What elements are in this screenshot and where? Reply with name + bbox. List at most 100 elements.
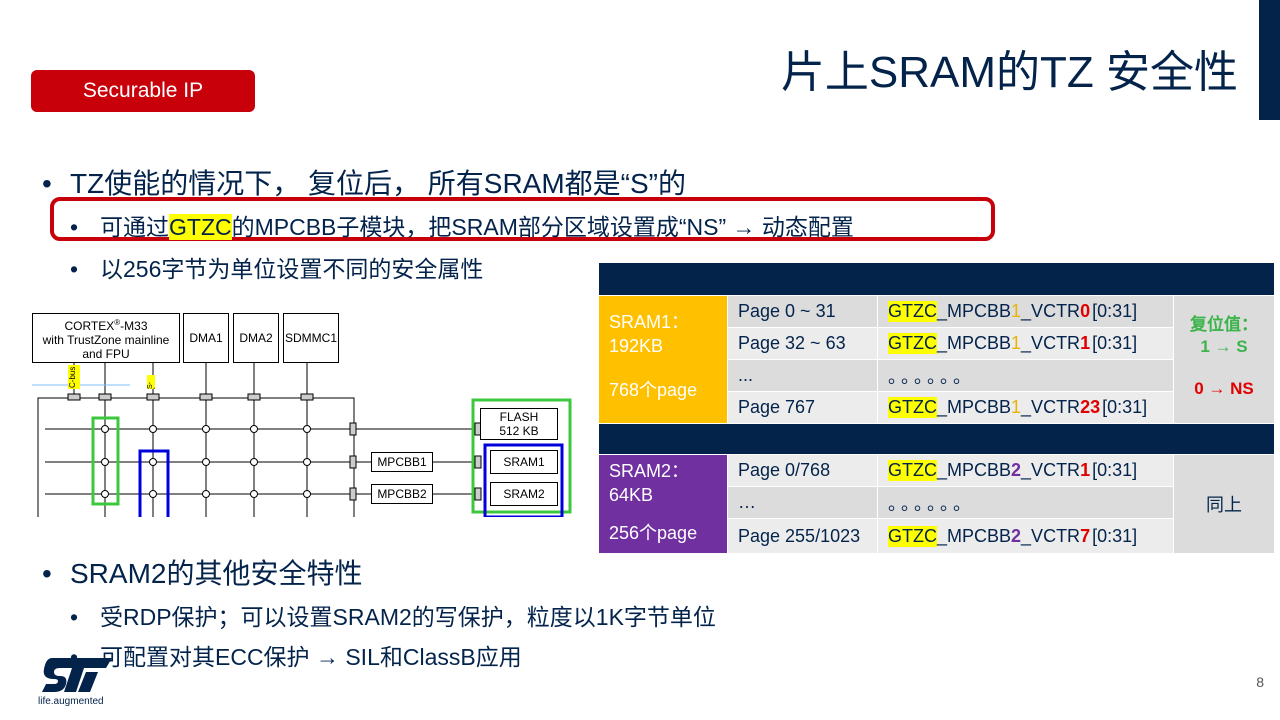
- header-accent-bar: [1259, 0, 1280, 120]
- gtzc-tag: GTZC: [888, 460, 937, 481]
- bullet-text-post: 的MPCBB子模块，把SRAM部分区域设置成“NS” → 动态配置: [231, 214, 854, 240]
- reg-bits: [0:31]: [1092, 301, 1138, 321]
- bullet-dot: •: [42, 558, 52, 589]
- bullet-dot: •: [70, 256, 79, 282]
- ellipsis-cell: 。。。。。。: [878, 360, 1173, 391]
- reg-bits: [0:31]: [1092, 460, 1138, 480]
- sram1-label-cell: SRAM1： 192KB 768个page: [599, 296, 727, 423]
- sram2-pages: 256个page: [609, 523, 698, 543]
- reg-a: _MPCBB: [937, 301, 1012, 321]
- reg-num: 1: [1011, 333, 1022, 353]
- same-as-above-cell: 同上: [1174, 455, 1274, 553]
- cbus-label: C-bus: [68, 365, 80, 389]
- reg-b: _VCTR: [1021, 397, 1081, 417]
- sram1-pages: 768个page: [609, 380, 698, 400]
- mpcbb2-block: MPCBB2: [371, 484, 433, 504]
- reg-a: _MPCBB: [937, 333, 1012, 353]
- reset-nonsecure: 0 → NS: [1194, 379, 1254, 398]
- bullet-text: TZ使能的情况下， 复位后， 所有SRAM都是“S”的: [70, 168, 686, 199]
- cortex-model: -M33: [120, 318, 148, 333]
- bullet-dot: •: [42, 168, 52, 199]
- reg-idx: 0: [1080, 301, 1091, 321]
- reset-secure: 1 → S: [1200, 337, 1248, 356]
- bullet-dot: •: [70, 214, 79, 240]
- page-cell: ...: [728, 360, 877, 391]
- sram-security-table: SRAM1： 192KB 768个page Page 0 ~ 31 GTZC_M…: [599, 263, 1274, 553]
- sram1-size: 192KB: [609, 336, 664, 356]
- sram2-size: 64KB: [609, 485, 654, 505]
- bullet-text-pre: 可通过: [100, 214, 169, 240]
- ellipsis-cell: 。。。。。。: [878, 487, 1173, 518]
- bus-matrix-lines: [32, 350, 572, 517]
- cortex-reg-mark: ®: [114, 317, 121, 327]
- gtzc-tag: GTZC: [888, 301, 937, 322]
- reg-b: _VCTR: [1021, 460, 1081, 480]
- sdmmc1-block: SDMMC1: [283, 313, 339, 363]
- gtzc-highlight: GTZC: [169, 214, 232, 240]
- sram1-block: SRAM1: [490, 450, 558, 474]
- reg-num: 1: [1011, 397, 1022, 417]
- reset-value-cell: 复位值： 1 → S 0 → NS: [1174, 296, 1274, 423]
- reg-bits: [0:31]: [1092, 333, 1138, 353]
- st-logo-icon: [42, 658, 112, 692]
- sram2-block: SRAM2: [490, 482, 558, 506]
- reg-a: _MPCBB: [937, 397, 1012, 417]
- reg-b: _VCTR: [1021, 333, 1081, 353]
- reg-num: 2: [1011, 525, 1022, 546]
- sram2-label-cell: SRAM2： 64KB 256个page: [599, 455, 727, 553]
- securable-ip-badge: Securable IP: [31, 70, 255, 112]
- reg-b: _VCTR: [1021, 525, 1081, 546]
- bullet-text: SRAM2的其他安全特性: [70, 558, 363, 589]
- page-cell: Page 0/768: [728, 455, 877, 486]
- page-cell: Page 0 ~ 31: [728, 296, 877, 327]
- reg-a: _MPCBB: [937, 525, 1012, 546]
- reg-bits: [0:31]: [1102, 397, 1148, 417]
- page-title: 片上SRAM的TZ 安全性: [780, 48, 1238, 97]
- reg-b: _VCTR: [1021, 301, 1081, 321]
- bullet-text: 以256字节为单位设置不同的安全属性: [100, 256, 484, 282]
- reg-idx: 1: [1080, 333, 1091, 353]
- bullet-gtzc-mpcbb: • 可通过GTZC的MPCBB子模块，把SRAM部分区域设置成“NS” → 动态配…: [70, 208, 854, 242]
- page-cell: …: [728, 487, 877, 518]
- cortex-label: CORTEX: [64, 318, 115, 333]
- page-cell: Page 767: [728, 392, 877, 423]
- highlight-frame: [50, 197, 995, 241]
- table-separator-bar: [599, 424, 1274, 454]
- table-header-bar: [599, 263, 1274, 295]
- reg-a: _MPCBB: [937, 460, 1012, 480]
- page-cell: Page 32 ~ 63: [728, 328, 877, 359]
- cortex-line2: with TrustZone mainline: [42, 332, 170, 347]
- reg-idx: 1: [1080, 460, 1091, 480]
- logo-tagline: life.augmented: [38, 696, 104, 707]
- sram2-name: SRAM2：: [609, 461, 690, 481]
- gtzc-tag: GTZC: [888, 397, 937, 418]
- reset-label: 复位值：: [1190, 315, 1258, 334]
- bullet-dot: •: [70, 644, 79, 670]
- mpcbb1-block: MPCBB1: [371, 452, 433, 472]
- cortex-line3: and FPU: [82, 346, 130, 361]
- page-number: 8: [1256, 674, 1264, 690]
- bullet-256-byte: • 以256字节为单位设置不同的安全属性: [70, 250, 483, 284]
- sram1-name: SRAM1：: [609, 312, 690, 332]
- sbus-label: S-bus: [147, 375, 155, 389]
- reg-bits: [0:31]: [1092, 525, 1138, 546]
- bullet-tz-reset: • TZ使能的情况下， 复位后， 所有SRAM都是“S”的: [42, 162, 686, 202]
- dma2-block: DMA2: [233, 313, 279, 363]
- flash-size: 512 KB: [499, 424, 539, 438]
- page-cell: Page 255/1023: [728, 519, 877, 553]
- reg-num: 2: [1011, 460, 1022, 480]
- gtzc-tag: GTZC: [888, 525, 937, 547]
- flash-label: FLASH: [499, 410, 539, 424]
- bullet-ecc: • 可配置对其ECC保护 → SIL和ClassB应用: [70, 638, 522, 672]
- reg-num: 1: [1011, 301, 1022, 321]
- bullet-text: 受RDP保护；可以设置SRAM2的写保护，粒度以1K字节单位: [100, 604, 716, 630]
- bullet-rdp: •受RDP保护；可以设置SRAM2的写保护，粒度以1K字节单位: [70, 598, 716, 632]
- bullet-text: 可配置对其ECC保护 → SIL和ClassB应用: [100, 644, 522, 670]
